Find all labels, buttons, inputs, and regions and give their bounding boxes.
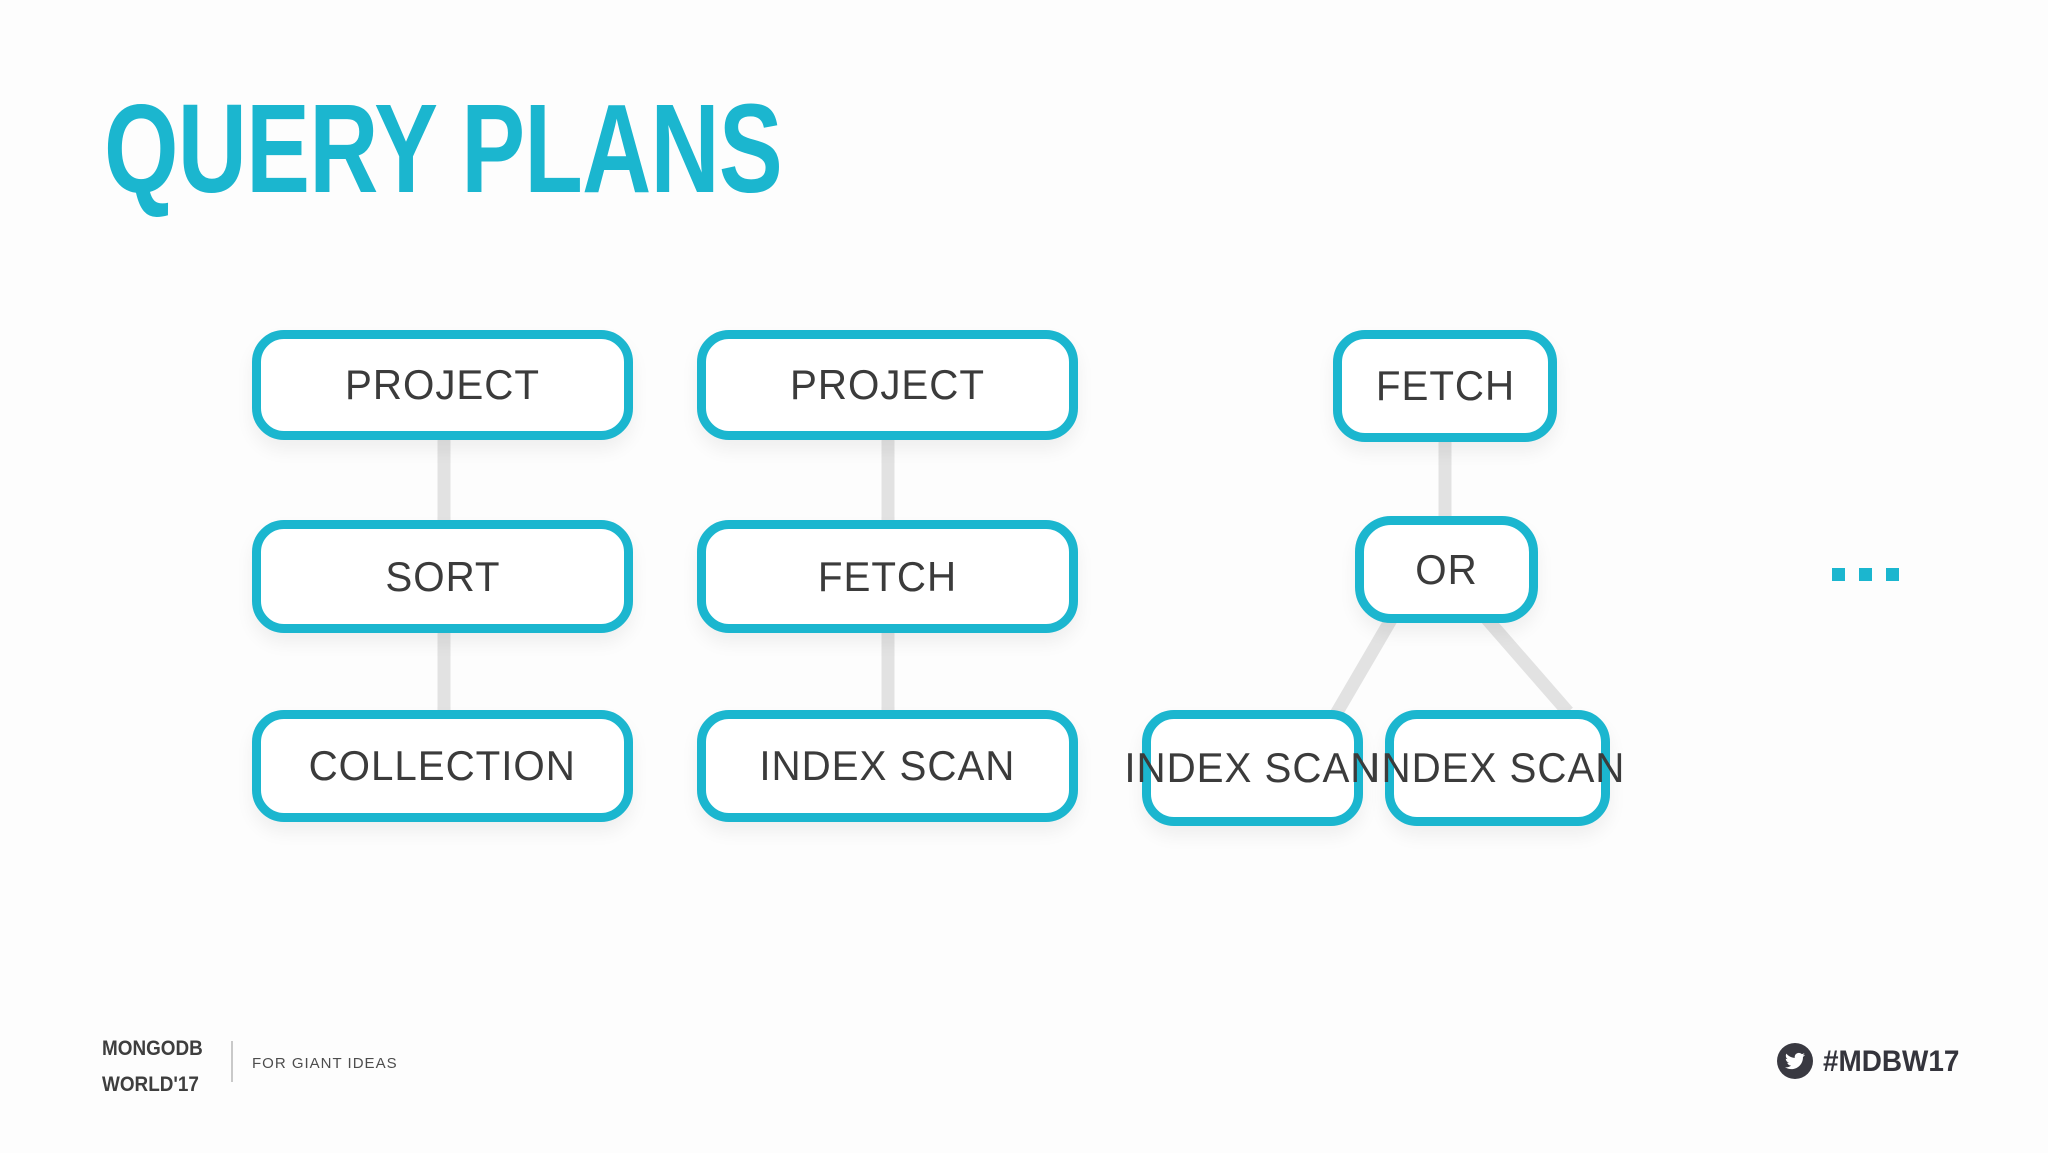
plan3-node-or: OR: [1355, 516, 1538, 623]
plan3-node-fetch-label: FETCH: [1375, 362, 1515, 409]
plan3-node-or-label: OR: [1415, 545, 1478, 593]
more-plans-dots-icon: [1832, 568, 1899, 581]
plan3-node-indexscan-right-label: INDEX SCAN: [1369, 744, 1626, 791]
plan1-node-sort-label: SORT: [384, 552, 501, 600]
plan2-node-fetch: FETCH: [697, 520, 1078, 633]
plan1-node-project: PROJECT: [252, 330, 633, 440]
mongodb-world-logo: MONGODB WORLD'17: [102, 1037, 203, 1096]
page-title: QUERY PLANS: [104, 78, 783, 219]
plan1-node-sort: SORT: [252, 520, 633, 633]
plan3-node-fetch: FETCH: [1333, 330, 1557, 442]
dot: [1832, 568, 1845, 581]
footer-divider: [231, 1041, 233, 1082]
dot: [1859, 568, 1872, 581]
plan3-node-indexscan-left: INDEX SCAN: [1124, 710, 1380, 826]
twitter-icon: [1777, 1043, 1813, 1079]
brand-line1: MONGODB: [102, 1037, 203, 1060]
plan1-node-collection: COLLECTION: [252, 710, 633, 822]
plan3-node-indexscan-right: INDEX SCAN: [1369, 710, 1625, 826]
brand-line2: WORLD'17: [102, 1073, 199, 1096]
plan3-node-indexscan-left-label: INDEX SCAN: [1124, 744, 1381, 791]
plan1-node-collection-label: COLLECTION: [308, 742, 577, 789]
plan2-node-indexscan: INDEX SCAN: [697, 710, 1078, 822]
plan1-node-project-label: PROJECT: [345, 361, 540, 408]
plan2-node-project: PROJECT: [697, 330, 1078, 440]
plan2-node-fetch-label: FETCH: [817, 552, 958, 600]
plan2-node-project-label: PROJECT: [790, 361, 985, 408]
dot: [1886, 568, 1899, 581]
footer-tagline: FOR GIANT IDEAS: [252, 1055, 398, 1072]
twitter-bird-glyph: [1785, 1052, 1805, 1070]
plan2-node-indexscan-label: INDEX SCAN: [759, 742, 1016, 789]
event-hashtag: #MDBW17: [1823, 1045, 1960, 1078]
